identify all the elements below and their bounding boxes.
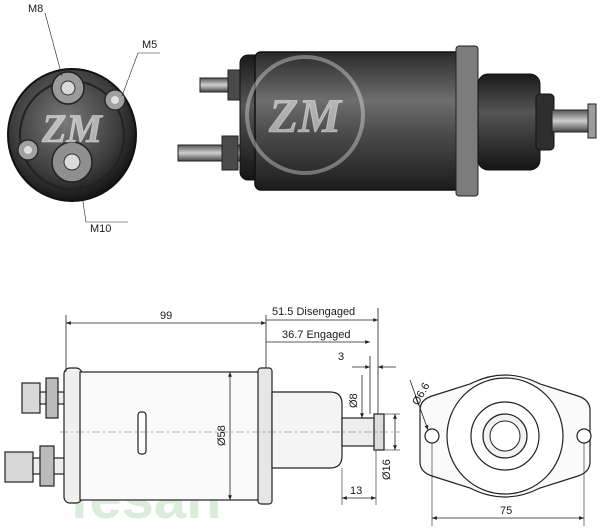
dim-body-length: 99: [160, 310, 172, 322]
dim-flange-width: 75: [500, 505, 512, 517]
bolt-top-drawing: [21, 377, 69, 419]
side-view-photo: ZM: [177, 45, 597, 197]
mount-hole-left: [424, 428, 440, 444]
front-view-drawing: [419, 374, 592, 498]
dim-plunger-length: 13: [350, 485, 362, 497]
dim-gap: 3: [338, 351, 344, 363]
logo-text-end: ZM: [41, 106, 103, 151]
body-outline: [79, 371, 261, 501]
dim-plunger-dia: Ø8: [348, 393, 360, 408]
end-face: [7, 68, 137, 202]
plunger-photo: [551, 109, 593, 133]
dim-body-dia: Ø58: [216, 425, 228, 446]
stud-m8-photo: [51, 71, 85, 105]
mount-hole-right: [576, 428, 592, 444]
dim-stroke-engaged: 36.7 Engaged: [282, 329, 351, 341]
stud-m10-photo: [51, 141, 93, 183]
side-view-drawing: [4, 367, 400, 505]
stud-m5-photo: [104, 89, 126, 111]
bolt-bottom-drawing: [4, 445, 69, 487]
label-m5: M5: [142, 39, 157, 51]
label-m10: M10: [90, 223, 111, 235]
end-view-photo: ZM: [7, 68, 137, 202]
dim-stroke-disengaged: 51.5 Disengaged: [272, 306, 355, 318]
label-m8: M8: [28, 3, 43, 15]
logo-text-side: ZM: [268, 90, 343, 143]
dim-shaft-dia: Ø16: [381, 459, 393, 480]
